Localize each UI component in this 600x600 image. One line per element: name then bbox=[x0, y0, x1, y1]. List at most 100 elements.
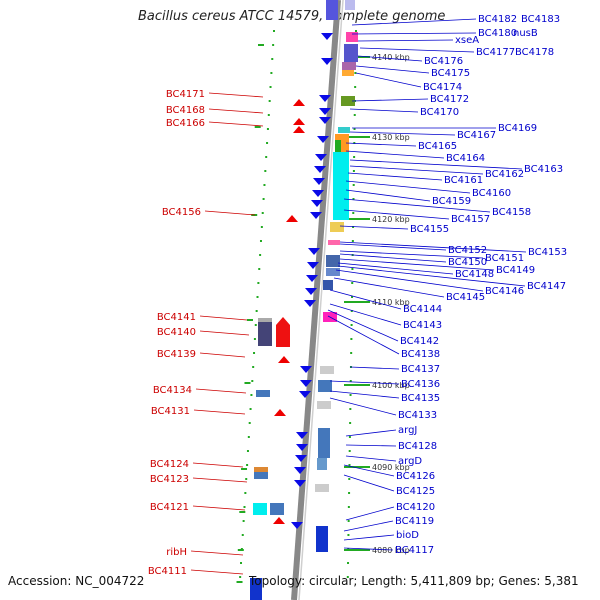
left-leader-line bbox=[190, 569, 244, 575]
gene-feature-block bbox=[254, 467, 268, 472]
right-gene-label: BC4172 bbox=[430, 94, 469, 105]
gene-feature-block bbox=[318, 428, 330, 458]
gene-feature-block bbox=[338, 127, 350, 133]
right-leader-line bbox=[349, 366, 400, 370]
lane-tick-left-long bbox=[241, 468, 248, 470]
gene-feature-block bbox=[317, 401, 331, 409]
lane-tick-left-long bbox=[244, 382, 251, 384]
right-leader-line bbox=[345, 506, 395, 521]
right-gene-label: xseA bbox=[455, 35, 479, 46]
kbp-label: 4100 kbp bbox=[372, 381, 410, 390]
right-gene-label: BC4152 bbox=[448, 245, 487, 256]
lane-tick-left bbox=[257, 282, 260, 284]
gene-feature-block bbox=[342, 70, 354, 76]
lane-tick-right bbox=[353, 128, 356, 130]
lane-tick-left bbox=[245, 478, 248, 480]
right-gene-label: BC4142 bbox=[400, 336, 439, 347]
gene-feature-block bbox=[320, 366, 334, 374]
gene-feature-block bbox=[333, 152, 349, 220]
gene-feature-block bbox=[335, 140, 341, 152]
right-leader-line bbox=[329, 390, 400, 399]
right-gene-label: BC4120 bbox=[396, 502, 435, 513]
right-gene-label: BC4183 bbox=[521, 14, 560, 25]
right-leader-line bbox=[345, 455, 397, 462]
right-gene-label: BC4161 bbox=[444, 175, 483, 186]
right-gene-label: BC4175 bbox=[431, 68, 470, 79]
right-leader-line bbox=[333, 277, 445, 298]
right-gene-label: BC4182 bbox=[478, 14, 517, 25]
left-leader-line bbox=[208, 121, 264, 127]
lane-tick-left bbox=[246, 450, 249, 452]
right-leader-line bbox=[349, 159, 523, 170]
lane-tick-right bbox=[347, 562, 350, 564]
right-gene-label: BC4146 bbox=[485, 286, 524, 297]
kbp-label: 4130 kbp bbox=[372, 133, 410, 142]
right-gene-label: BC4125 bbox=[396, 486, 435, 497]
left-leader-line bbox=[190, 550, 244, 556]
lane-tick-right bbox=[350, 324, 353, 326]
reverse-gene-arrow bbox=[319, 108, 331, 115]
lane-tick-right bbox=[347, 506, 350, 508]
lane-tick-right bbox=[352, 226, 355, 228]
right-gene-label: BC4176 bbox=[424, 56, 463, 67]
gene-feature-block bbox=[342, 62, 356, 70]
gene-feature-block bbox=[346, 32, 358, 42]
right-leader-line bbox=[339, 253, 447, 263]
lane-tick-right bbox=[347, 520, 350, 522]
right-leader-line bbox=[345, 180, 471, 194]
reverse-gene-arrow bbox=[304, 300, 316, 307]
gene-feature-block bbox=[253, 503, 267, 515]
lane-tick-right bbox=[353, 114, 356, 116]
left-leader-line bbox=[193, 409, 246, 415]
right-leader-line bbox=[345, 444, 397, 447]
right-leader-line bbox=[343, 534, 395, 541]
reverse-gene-arrow bbox=[313, 178, 325, 185]
forward-gene-arrow bbox=[276, 317, 290, 325]
right-leader-line bbox=[343, 209, 450, 220]
reverse-gene-arrow bbox=[300, 366, 312, 373]
forward-gene-arrow bbox=[274, 409, 286, 416]
gene-feature-block bbox=[330, 222, 344, 232]
lane-tick-left bbox=[268, 100, 271, 102]
lane-tick-left bbox=[250, 394, 253, 396]
right-gene-label: BC4138 bbox=[401, 349, 440, 360]
gene-feature-block bbox=[256, 390, 270, 397]
lane-tick-left bbox=[251, 380, 254, 382]
right-leader-line bbox=[349, 131, 456, 136]
right-gene-label: BC4157 bbox=[451, 214, 490, 225]
lane-tick-right bbox=[349, 380, 352, 382]
left-leader-line bbox=[192, 462, 244, 468]
right-leader-line bbox=[339, 241, 527, 253]
gene-feature-block bbox=[328, 240, 340, 245]
lane-tick-left bbox=[266, 128, 269, 130]
lane-tick-left bbox=[240, 562, 243, 564]
lane-tick-left bbox=[265, 156, 268, 158]
lane-tick-right bbox=[348, 436, 351, 438]
right-gene-label: BC4150 bbox=[448, 257, 487, 268]
right-leader-line bbox=[351, 18, 477, 26]
lane-tick-left bbox=[269, 86, 272, 88]
reverse-gene-arrow bbox=[311, 200, 323, 207]
right-leader-line bbox=[339, 225, 409, 230]
lane-tick-left bbox=[266, 142, 269, 144]
left-gene-label: BC4111 bbox=[148, 566, 187, 577]
forward-gene-arrow bbox=[286, 215, 298, 222]
lane-tick-right bbox=[351, 296, 354, 298]
lane-tick-right bbox=[348, 492, 351, 494]
right-leader-line bbox=[355, 65, 430, 74]
right-leader-line bbox=[343, 198, 491, 213]
lane-tick-right bbox=[348, 478, 351, 480]
right-gene-label: argD bbox=[398, 456, 422, 467]
right-gene-label: BC4153 bbox=[528, 247, 567, 258]
lane-tick-left bbox=[271, 58, 274, 60]
gene-feature-block bbox=[326, 0, 338, 20]
right-gene-label: BC4163 bbox=[524, 164, 563, 175]
right-leader-line bbox=[351, 32, 477, 35]
lane-tick-left bbox=[253, 338, 256, 340]
lane-tick-left bbox=[272, 44, 275, 46]
reverse-gene-arrow bbox=[306, 275, 318, 282]
lane-tick-right bbox=[349, 408, 352, 410]
lane-tick-right bbox=[349, 422, 352, 424]
lane-tick-left bbox=[258, 268, 261, 270]
right-leader-line bbox=[343, 464, 395, 477]
